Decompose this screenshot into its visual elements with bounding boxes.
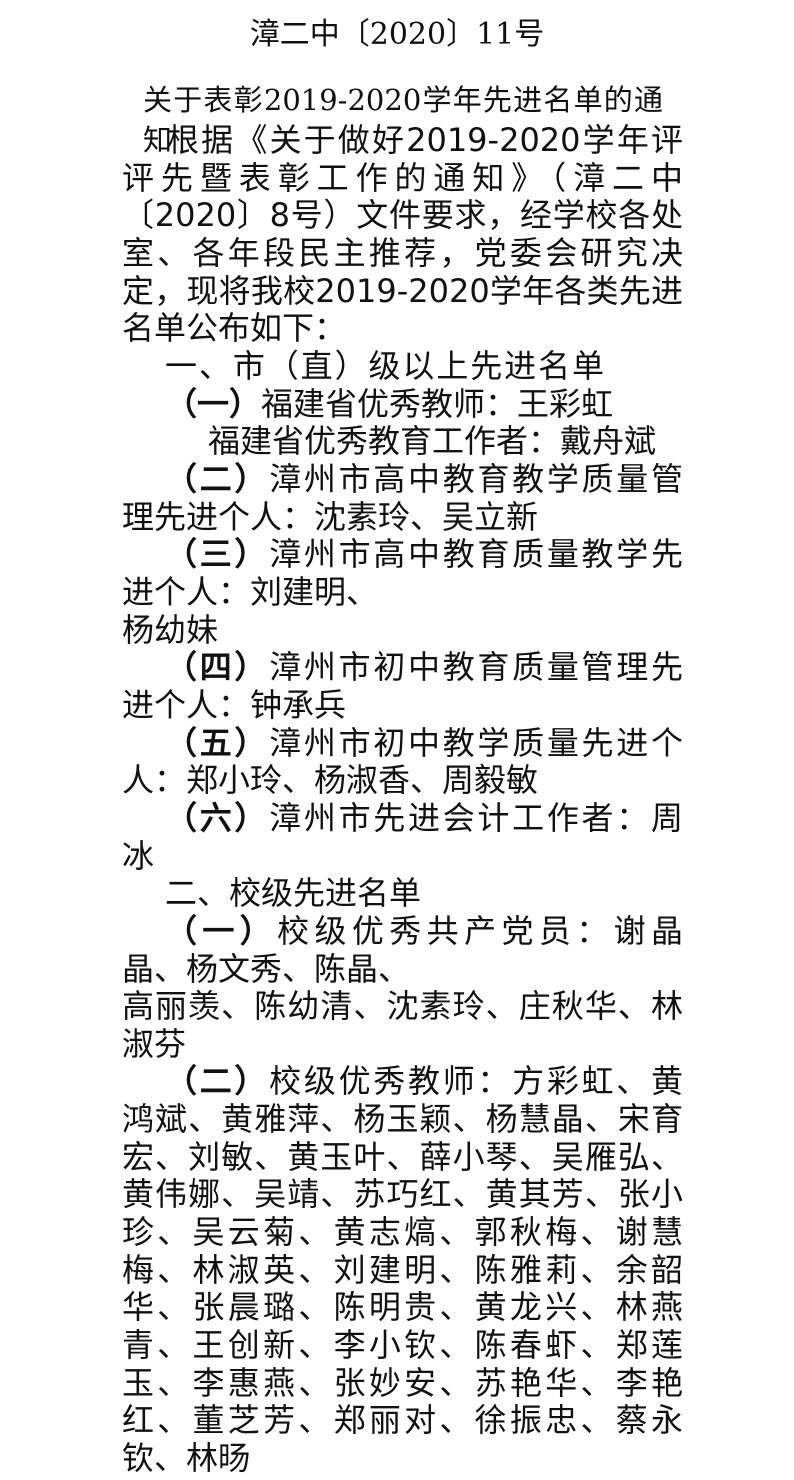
item-text: 钦、林旸 bbox=[122, 1439, 251, 1477]
item-text: 校级优秀教师：方彩虹、黄 bbox=[269, 1062, 683, 1100]
item-text: 福建省优秀教育工作者：戴舟斌 bbox=[208, 422, 657, 460]
item-text: 梅、林淑英、刘建明、陈雅莉、余韶 bbox=[122, 1251, 683, 1289]
item-text: 青、王创新、李小钦、陈春虾、郑莲 bbox=[122, 1326, 683, 1364]
document-title: 关于表彰2019-2020学年先进名单的通知 bbox=[143, 83, 663, 157]
list-item: （五）漳州市初中教学质量先进个 bbox=[165, 724, 683, 762]
item-text: 进个人：钟承兵 bbox=[122, 686, 347, 724]
item-text: 宏、刘敏、黄玉叶、薛小琴、吴雁弘、 bbox=[122, 1138, 683, 1176]
intro-line: 根据《关于做好2019-2020学年评优 bbox=[167, 121, 683, 159]
item-text: 漳州市高中教育教学质量管 bbox=[269, 460, 683, 498]
list-item: （四）漳州市初中教育质量管理先 bbox=[165, 648, 683, 686]
item-label: （五） bbox=[165, 724, 270, 762]
item-text: 冰 bbox=[122, 837, 155, 875]
item-text: 杨幼妹 bbox=[122, 611, 219, 649]
list-item: （一）福建省优秀教师：王彩虹 bbox=[165, 385, 683, 423]
item-text: 福建省优秀教师：王彩虹 bbox=[261, 385, 614, 423]
item-label: （六） bbox=[165, 799, 270, 837]
section-heading: 二、校级先进名单 bbox=[165, 874, 422, 912]
item-text: 校级优秀共产党员：谢晶 bbox=[277, 912, 683, 950]
list-item: （二）漳州市高中教育教学质量管 bbox=[165, 460, 683, 498]
intro-line: 室、各年段民主推荐，党委会研究决 bbox=[122, 234, 683, 272]
item-text: 漳州市初中教育质量管理先 bbox=[269, 648, 683, 686]
item-label: （三） bbox=[165, 535, 270, 573]
item-text: 珍、吴云菊、黄志熇、郭秋梅、谢慧 bbox=[122, 1213, 683, 1251]
item-text: 玉、李惠燕、张妙安、苏艳华、李艳 bbox=[122, 1364, 683, 1402]
list-item: （一）校级优秀共产党员：谢晶 bbox=[165, 912, 683, 950]
intro-line: 〔2020〕8号）文件要求，经学校各处 bbox=[122, 196, 683, 234]
item-text: 晶、杨文秀、陈晶、 bbox=[122, 950, 411, 988]
intro-line: 名单公布如下： bbox=[122, 309, 347, 347]
item-text: 淑芬 bbox=[122, 1025, 187, 1063]
list-item: （三）漳州市高中教育质量教学先 bbox=[165, 535, 683, 573]
list-item: （二）校级优秀教师：方彩虹、黄 bbox=[165, 1062, 683, 1100]
list-item: （六）漳州市先进会计工作者：周 bbox=[165, 799, 683, 837]
item-text: 进个人：刘建明、 bbox=[122, 573, 379, 611]
item-text: 高丽羡、陈幼清、沈素玲、庄秋华、林 bbox=[122, 987, 683, 1025]
item-label: （二） bbox=[165, 1062, 270, 1100]
item-text: 漳州市先进会计工作者：周 bbox=[269, 799, 683, 837]
item-label: （四） bbox=[165, 648, 270, 686]
item-text: 黄伟娜、吴靖、苏巧红、黄其芳、张小 bbox=[122, 1175, 683, 1213]
item-text: 漳州市高中教育质量教学先 bbox=[269, 535, 683, 573]
item-text: 理先进个人：沈素玲、吴立新 bbox=[122, 498, 539, 536]
item-text: 鸿斌、黄雅萍、杨玉颖、杨慧晶、宋育 bbox=[122, 1100, 683, 1138]
document-number: 漳二中〔2020〕11号 bbox=[249, 17, 545, 52]
item-label: （一） bbox=[165, 385, 262, 423]
item-text: 漳州市初中教学质量先进个 bbox=[269, 724, 683, 762]
intro-line: 定，现将我校2019-2020学年各类先进 bbox=[122, 272, 683, 310]
item-label: （二） bbox=[165, 460, 270, 498]
item-text: 人：郑小玲、杨淑香、周毅敏 bbox=[122, 761, 539, 799]
item-text: 红、董芝芳、郑丽对、徐振忠、蔡永 bbox=[122, 1401, 683, 1439]
item-label: （一） bbox=[165, 912, 278, 950]
intro-line: 评先暨表彰工作的通知》（漳二中 bbox=[122, 159, 683, 197]
item-text: 华、张晨璐、陈明贵、黄龙兴、林燕 bbox=[122, 1288, 683, 1326]
section-heading: 一、市（直）级以上先进名单 bbox=[165, 347, 604, 385]
